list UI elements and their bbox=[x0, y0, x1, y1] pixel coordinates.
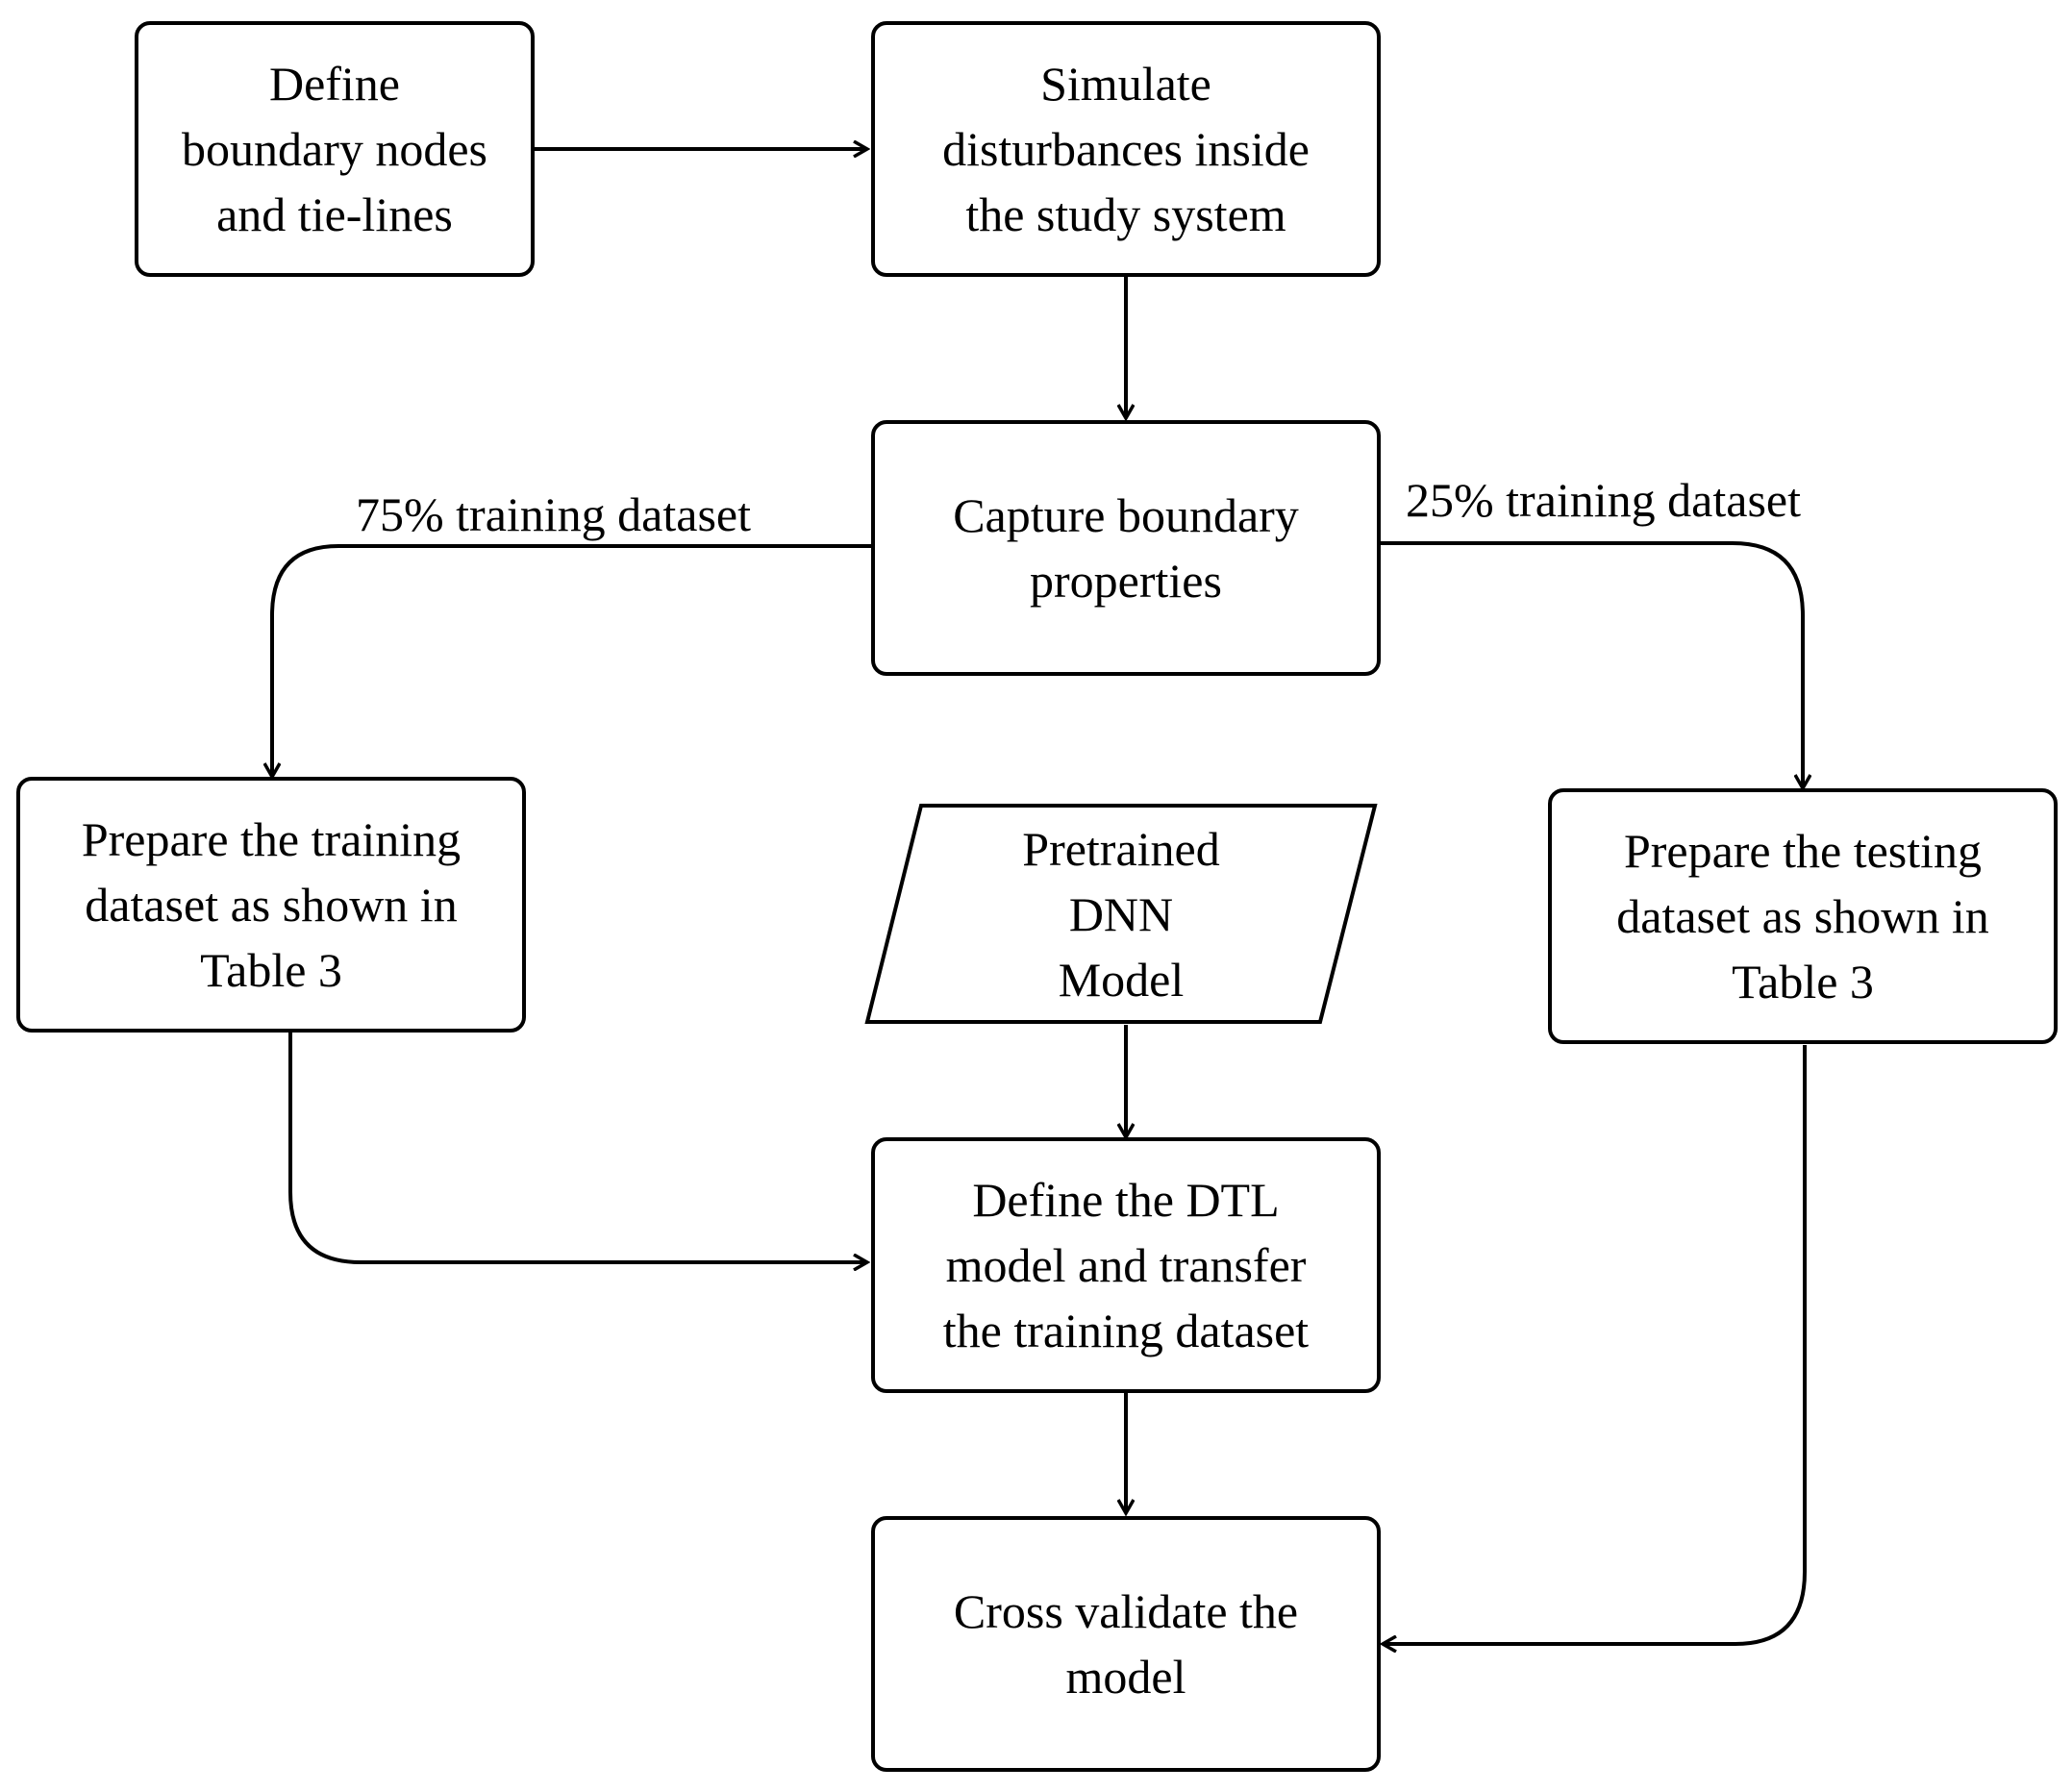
node-define-dtl: Define the DTL model and transfer the tr… bbox=[871, 1137, 1381, 1393]
arrow-training-to-dtl bbox=[288, 1032, 867, 1262]
node-prepare-training-label: Prepare the training dataset as shown in… bbox=[81, 812, 462, 997]
node-cross-validate-label: Cross validate the model bbox=[953, 1584, 1299, 1704]
node-define-boundary-label: Define boundary nodes and tie-lines bbox=[182, 57, 487, 241]
node-prepare-testing: Prepare the testing dataset as shown in … bbox=[1548, 788, 2058, 1044]
node-pretrained-label: Pretrained DNN Model bbox=[1022, 821, 1220, 1007]
node-capture: Capture boundary properties bbox=[871, 420, 1381, 676]
node-define-boundary: Define boundary nodes and tie-lines bbox=[135, 21, 535, 277]
node-simulate-label: Simulate disturbances inside the study s… bbox=[942, 57, 1310, 241]
node-prepare-training: Prepare the training dataset as shown in… bbox=[16, 777, 526, 1033]
arrow-capture-to-testing bbox=[1381, 541, 1803, 788]
node-cross-validate: Cross validate the model bbox=[871, 1516, 1381, 1772]
arrow-capture-to-training bbox=[272, 544, 871, 777]
arrow-testing-to-crossvalidate bbox=[1383, 1045, 1807, 1644]
node-capture-label: Capture boundary properties bbox=[953, 488, 1299, 608]
node-prepare-testing-label: Prepare the testing dataset as shown in … bbox=[1616, 824, 1989, 1008]
node-define-dtl-label: Define the DTL model and transfer the tr… bbox=[942, 1173, 1310, 1357]
edge-label-25-percent: 25% training dataset bbox=[1406, 473, 1801, 527]
edge-label-75-percent: 75% training dataset bbox=[356, 487, 751, 541]
pretrained-model-shape bbox=[864, 804, 1378, 1024]
node-simulate: Simulate disturbances inside the study s… bbox=[871, 21, 1381, 277]
